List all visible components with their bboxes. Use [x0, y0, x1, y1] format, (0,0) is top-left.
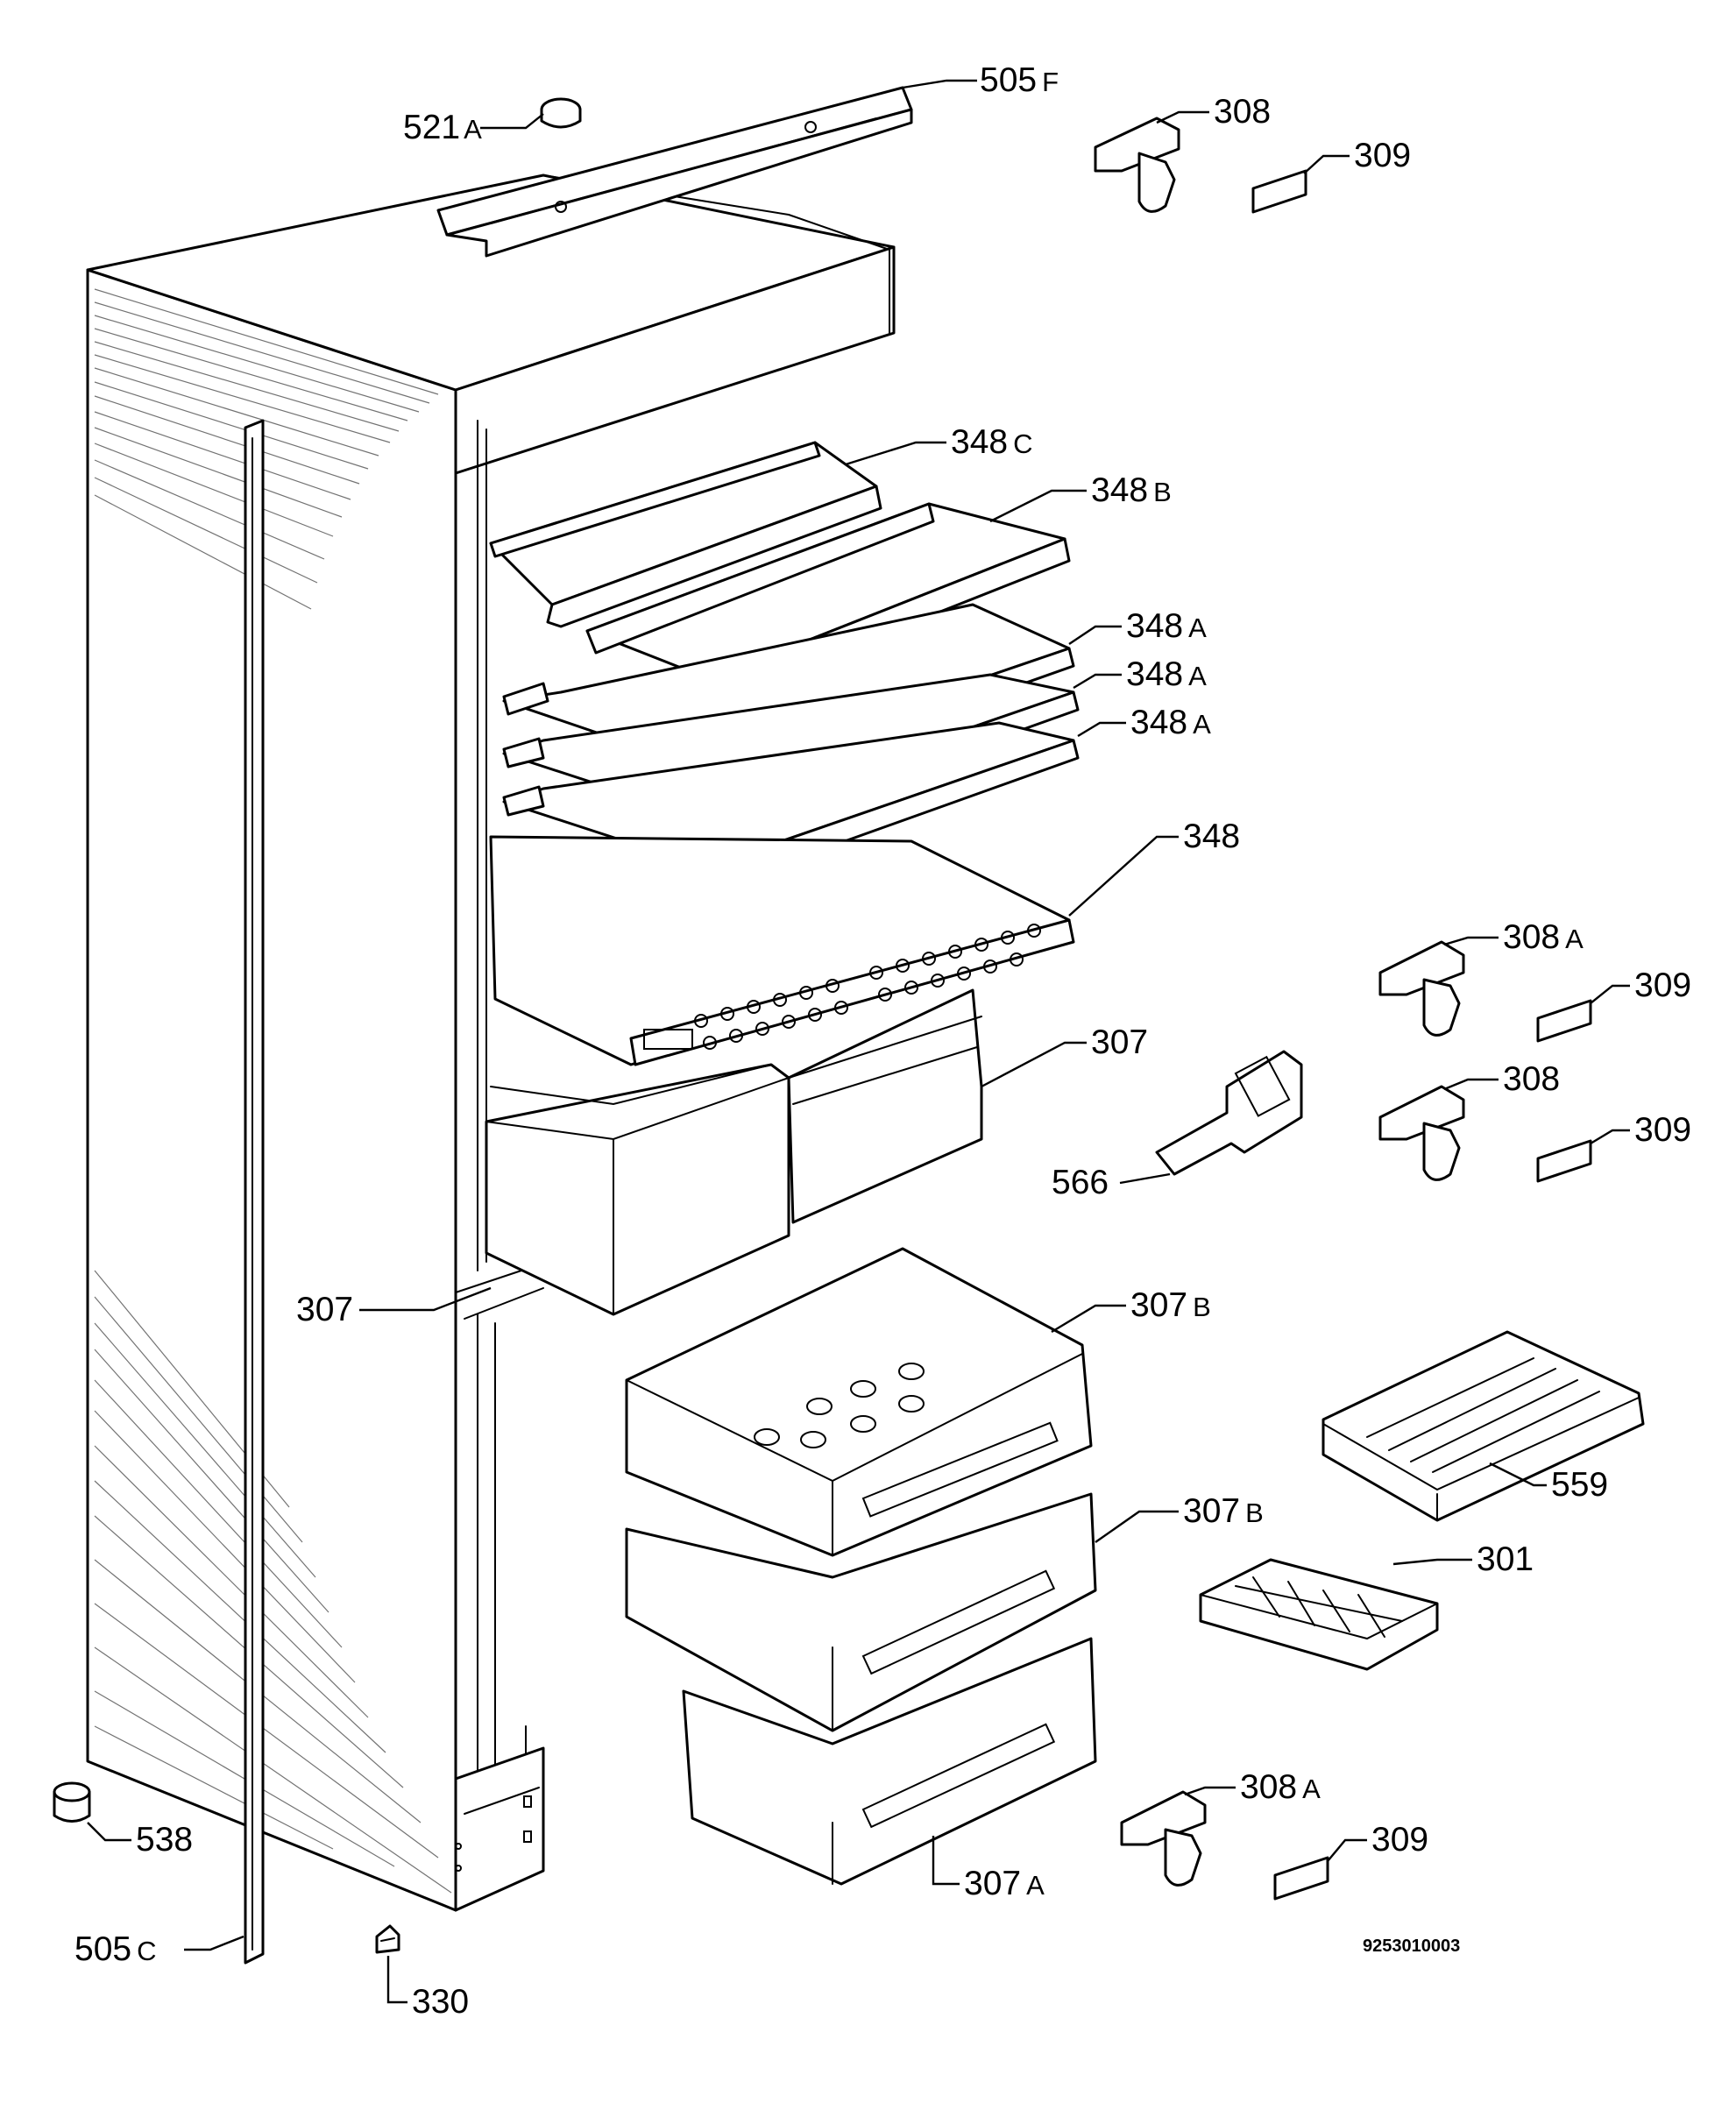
callout-307-left: 307 [296, 1291, 353, 1328]
leader-lines [88, 81, 1630, 2002]
crisper-drawer-left [486, 1065, 789, 1314]
callout-309-bottom: 309 [1371, 1821, 1428, 1859]
callout-566: 566 [1052, 1164, 1109, 1201]
callout-301: 301 [1477, 1540, 1534, 1578]
callout-308-mid: 308 [1503, 1060, 1560, 1098]
freezer-drawers [627, 1249, 1095, 1884]
callout-309-mid2: 309 [1634, 1111, 1691, 1149]
callout-308-top: 308 [1214, 93, 1271, 131]
shelf-348c [491, 443, 881, 627]
callout-307-right: 307 [1091, 1023, 1148, 1061]
callout-559: 559 [1551, 1466, 1608, 1504]
side-panel-shading [95, 289, 451, 1893]
vent-pattern [644, 924, 1040, 1049]
ice-tray-559 [1323, 1332, 1643, 1520]
drawer-holes [755, 1363, 924, 1448]
foot-538 [54, 1783, 89, 1822]
door-hinge-308-mid [1380, 1087, 1463, 1179]
shelves [491, 443, 1078, 1065]
freezer-drawer-307b-top [627, 1249, 1091, 1555]
top-hinge-plate [438, 88, 911, 256]
callout-309-top: 309 [1354, 137, 1411, 174]
door-hinge-308a-bottom [1122, 1792, 1205, 1885]
door-seal-strip [245, 421, 263, 1963]
label-plate-309-mid1 [1538, 1001, 1591, 1041]
callout-309-mid1: 309 [1634, 967, 1691, 1004]
label-plate-309-bottom [1275, 1858, 1328, 1899]
label-plate-309-top [1253, 171, 1306, 212]
door-hinge-top [1095, 118, 1179, 211]
crisper-cover-348 [491, 837, 1073, 1065]
freezer-drawer-307b-middle [627, 1494, 1095, 1731]
cap [542, 99, 580, 127]
tray-ribs [1367, 1358, 1599, 1472]
ice-cube-tray-301 [1201, 1560, 1437, 1669]
crisper-drawers [486, 990, 981, 1314]
door-hinge-308a-top [1380, 942, 1463, 1035]
callout-330: 330 [412, 1983, 469, 2021]
callout-538: 538 [136, 1821, 193, 1859]
screw-330 [377, 1926, 399, 1952]
drawing-code: 9253010003 [1363, 1937, 1460, 1956]
crisper-drawer-right [789, 990, 981, 1222]
label-plate-309-mid2 [1538, 1141, 1591, 1181]
callout-348: 348 [1183, 818, 1240, 855]
scraper-566 [1157, 1052, 1301, 1174]
freezer-drawer-307a-bottom [684, 1639, 1095, 1884]
